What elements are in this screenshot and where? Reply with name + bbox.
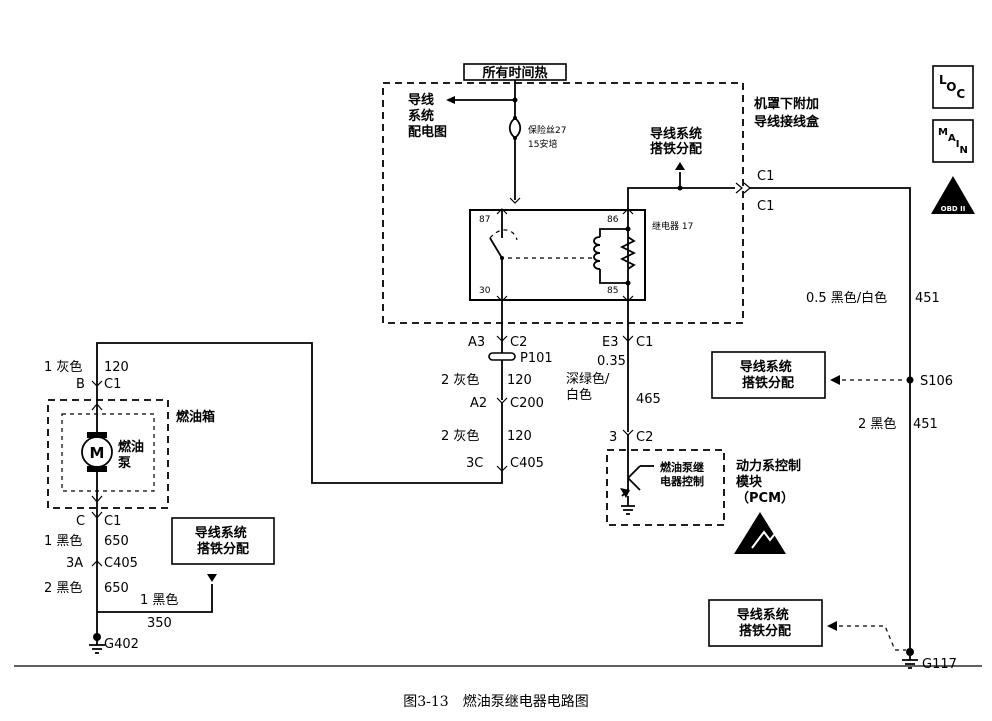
ground-dist-left-text: 导线系统 搭铁分配 bbox=[195, 525, 252, 557]
relay-coil-icon bbox=[593, 236, 601, 270]
fuse-27-icon bbox=[508, 117, 522, 140]
splice-label: S106 bbox=[920, 374, 953, 389]
wire-451-bot-num: 451 bbox=[913, 417, 938, 432]
conn-c405: C405 bbox=[510, 456, 544, 471]
wire-650-color: 1 黑色 bbox=[44, 533, 82, 549]
wire-120-color: 1 灰色 bbox=[44, 359, 82, 375]
ground-g402-label: G402 bbox=[104, 637, 139, 652]
conn-left-c405: C405 bbox=[104, 556, 138, 571]
obd-ii-text: OBD II bbox=[941, 205, 966, 213]
arrow-down-icon bbox=[207, 574, 217, 582]
arrow-left-icon bbox=[446, 96, 455, 104]
conn-a2: A2 bbox=[470, 396, 487, 411]
fuse-rating: 15安培 bbox=[528, 138, 557, 150]
conn-3a: 3A bbox=[66, 556, 83, 571]
wire-451-top: 0.5 黑色/白色 bbox=[806, 290, 887, 306]
hot-at-all-times-label: 所有时间热 bbox=[482, 65, 547, 81]
wire-w2: 2 灰色 bbox=[441, 428, 479, 444]
conn-e3-c1: C1 bbox=[636, 335, 653, 350]
wire-465-color: 深绿色/ 白色 bbox=[566, 371, 614, 403]
ground-icon bbox=[621, 496, 635, 515]
arrow-left-icon bbox=[830, 375, 840, 385]
wire-350-num: 350 bbox=[147, 616, 172, 631]
underhood-junction-box bbox=[382, 82, 744, 324]
wire-w2n: 120 bbox=[507, 429, 532, 444]
p101-connector-icon bbox=[488, 352, 516, 361]
splice-s106-icon bbox=[906, 376, 914, 384]
relay-label: 继电器 17 bbox=[652, 220, 693, 232]
esd-warning-icon bbox=[734, 512, 786, 554]
conn-pcm-c2: C2 bbox=[636, 430, 653, 445]
main-icon-text: MAIN bbox=[938, 127, 968, 156]
relay-switch-icon bbox=[489, 237, 503, 259]
conn-c200: C200 bbox=[510, 396, 544, 411]
ground-g117-label: G117 bbox=[922, 657, 957, 672]
wire-120-num: 120 bbox=[104, 360, 129, 375]
conn-b-c1: C1 bbox=[104, 377, 121, 392]
ground-g117-icon bbox=[902, 652, 918, 669]
ground-g402-icon bbox=[89, 637, 105, 654]
wire-451-bot: 2 黑色 bbox=[858, 416, 896, 432]
obd-ii-icon bbox=[931, 176, 975, 214]
pcm-label: 动力系控制 模块 （PCM） bbox=[736, 458, 806, 506]
ground-dist-bottom-text: 导线系统 搭铁分配 bbox=[737, 607, 794, 639]
wire-465-num: 465 bbox=[636, 392, 661, 407]
wire-650b-num: 650 bbox=[104, 581, 129, 596]
ground-dist-top: 导线系统 搭铁分配 bbox=[650, 126, 707, 157]
term-30: 30 bbox=[479, 286, 491, 296]
wire-451-num: 451 bbox=[915, 291, 940, 306]
conn-p101: P101 bbox=[520, 351, 553, 366]
conn-c2: C2 bbox=[510, 335, 527, 350]
conn-b: B bbox=[76, 377, 85, 392]
wire-w1: 2 灰色 bbox=[441, 372, 479, 388]
term-86: 86 bbox=[607, 215, 619, 225]
conn-c1-out: C1 bbox=[757, 199, 774, 214]
wire-465-gauge: 0.35 bbox=[597, 354, 626, 369]
pin-3: 3 bbox=[609, 430, 617, 445]
motor-label: M bbox=[90, 444, 105, 462]
loc-icon bbox=[932, 65, 974, 109]
conn-a3: A3 bbox=[468, 335, 485, 350]
pcm-inner-label: 燃油泵继 电器控制 bbox=[659, 460, 708, 488]
conn-3c: 3C bbox=[466, 456, 483, 471]
ground-dist-box-bottom bbox=[708, 599, 823, 647]
resistor-icon bbox=[619, 236, 637, 270]
ground-dist-box-right bbox=[711, 351, 826, 399]
conn-c: C bbox=[76, 514, 85, 529]
wire-650-num: 650 bbox=[104, 534, 129, 549]
box-title: 机罩下附加 导线接线盒 bbox=[754, 96, 824, 130]
wire-650b-color: 2 黑色 bbox=[44, 580, 82, 596]
fuel-pump-label: 燃油 泵 bbox=[118, 439, 149, 471]
fuse-name: 保险丝27 bbox=[528, 124, 566, 136]
fuel-tank-label: 燃油箱 bbox=[176, 409, 215, 425]
ground-dist-box-left bbox=[171, 517, 275, 565]
transistor-icon bbox=[621, 435, 641, 497]
loc-icon-text: LOC bbox=[939, 73, 965, 101]
conn-c-c1: C1 bbox=[104, 514, 121, 529]
harness-block-label: 导线 系统 配电图 bbox=[408, 92, 447, 140]
wire-350-color: 1 黑色 bbox=[140, 592, 178, 608]
wire-w1n: 120 bbox=[507, 373, 532, 388]
conn-e3: E3 bbox=[602, 335, 619, 350]
main-icon bbox=[932, 119, 974, 163]
term-85: 85 bbox=[607, 286, 618, 296]
ground-dist-arrow-icon bbox=[675, 162, 685, 170]
ground-dist-right-text: 导线系统 搭铁分配 bbox=[740, 359, 797, 391]
fuel-pump-box bbox=[61, 413, 155, 492]
term-87: 87 bbox=[479, 215, 490, 225]
conn-c1-top: C1 bbox=[757, 169, 774, 184]
figure-caption: 图3-13 燃油泵继电器电路图 bbox=[403, 693, 588, 710]
arrow-left-icon bbox=[827, 621, 837, 631]
fuel-tank-box bbox=[47, 399, 169, 509]
